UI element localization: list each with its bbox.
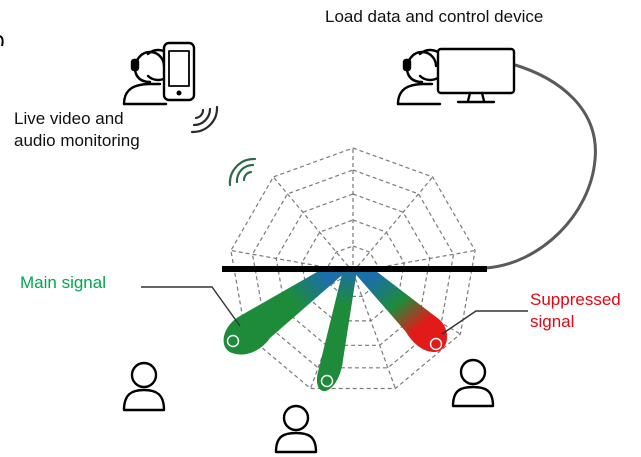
person-icon-center [274,404,318,454]
grid-ring-5 [230,147,476,390]
main-signal-text: Main signal [20,273,106,292]
cable-line [485,62,597,270]
suppressed-signal-label: Suppressed signal [530,289,621,333]
grid-spoke-9 [272,176,354,273]
headset-user-with-monitor-icon [396,47,516,106]
suppressed-line-1: Suppressed [530,290,621,309]
person-icon-right [451,358,495,408]
beam-suppressed-right [352,268,448,352]
suppressed-line-2: signal [530,312,575,331]
target-marker-left [226,334,240,348]
polar-grid [230,147,476,390]
live-video-line-1: Live video and [14,109,124,128]
beam-pattern [223,268,448,392]
headset-user-with-phone-icon [122,41,196,106]
cropped-edge-mark [0,35,4,47]
target-marker-right [429,337,443,351]
suppressed-signal-leader [441,310,528,335]
wifi-waves-icon [190,105,219,134]
main-signal-leader [141,286,241,327]
live-video-line-2: audio monitoring [14,131,140,150]
beam-main-center [316,270,357,392]
main-signal-label: Main signal [20,272,106,294]
grid-spoke-2 [352,176,434,273]
grid-ring-2 [301,219,405,322]
live-video-label: Live video and audio monitoring [14,108,140,152]
grid-ring-1 [326,245,380,297]
person-icon-left [122,361,166,412]
grid-ring-3 [275,193,431,346]
target-marker-center [320,374,334,388]
wifi-waves-icon-array [228,157,257,187]
beam-main-left [223,268,348,355]
load-data-text: Load data and control device [325,7,544,26]
load-data-label: Load data and control device [325,6,543,28]
